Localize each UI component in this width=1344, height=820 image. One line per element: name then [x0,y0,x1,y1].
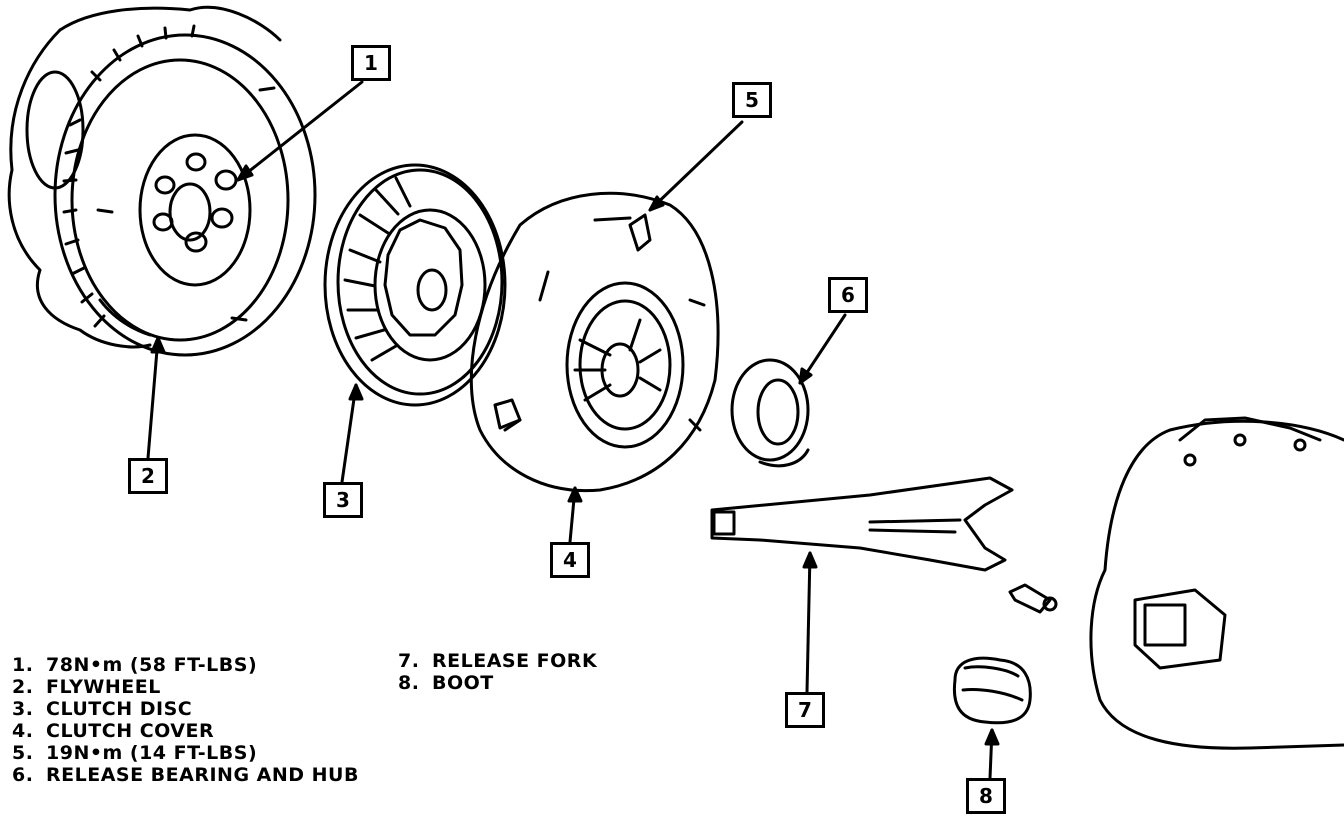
flywheel [53,24,317,357]
pivot-bolt [1008,583,1058,614]
legend-item: 8.BOOT [398,672,494,694]
release-fork [710,476,1014,572]
legend-item: 4.CLUTCH COVER [12,720,215,742]
release-bearing [730,358,810,468]
legend-left: 1.78N•m (58 FT-LBS) 2.FLYWHEEL 3.CLUTCH … [12,654,359,786]
boot [952,656,1032,725]
callout-7: 7 [785,692,825,728]
callout-4: 4 [550,542,590,578]
callout-1: 1 [351,45,391,81]
legend-item: 5.19N•m (14 FT-LBS) [12,742,258,764]
callout-8: 8 [966,778,1006,814]
legend-item: 6.RELEASE BEARING AND HUB [12,764,359,786]
legend-item: 1.78N•m (58 FT-LBS) [12,654,258,676]
legend-right: 7.RELEASE FORK 8.BOOT [398,650,597,694]
legend-item: 2.FLYWHEEL [12,676,161,698]
legend-item: 3.CLUTCH DISC [12,698,193,720]
callout-5: 5 [732,82,772,118]
callout-3: 3 [323,482,363,518]
legend-item: 7.RELEASE FORK [398,650,598,672]
leader-lines [146,80,1000,780]
transmission-housing [1089,416,1344,750]
clutch-cover [469,191,720,493]
clutch-disc [323,163,507,407]
callout-6: 6 [828,277,868,313]
callout-2: 2 [128,458,168,494]
